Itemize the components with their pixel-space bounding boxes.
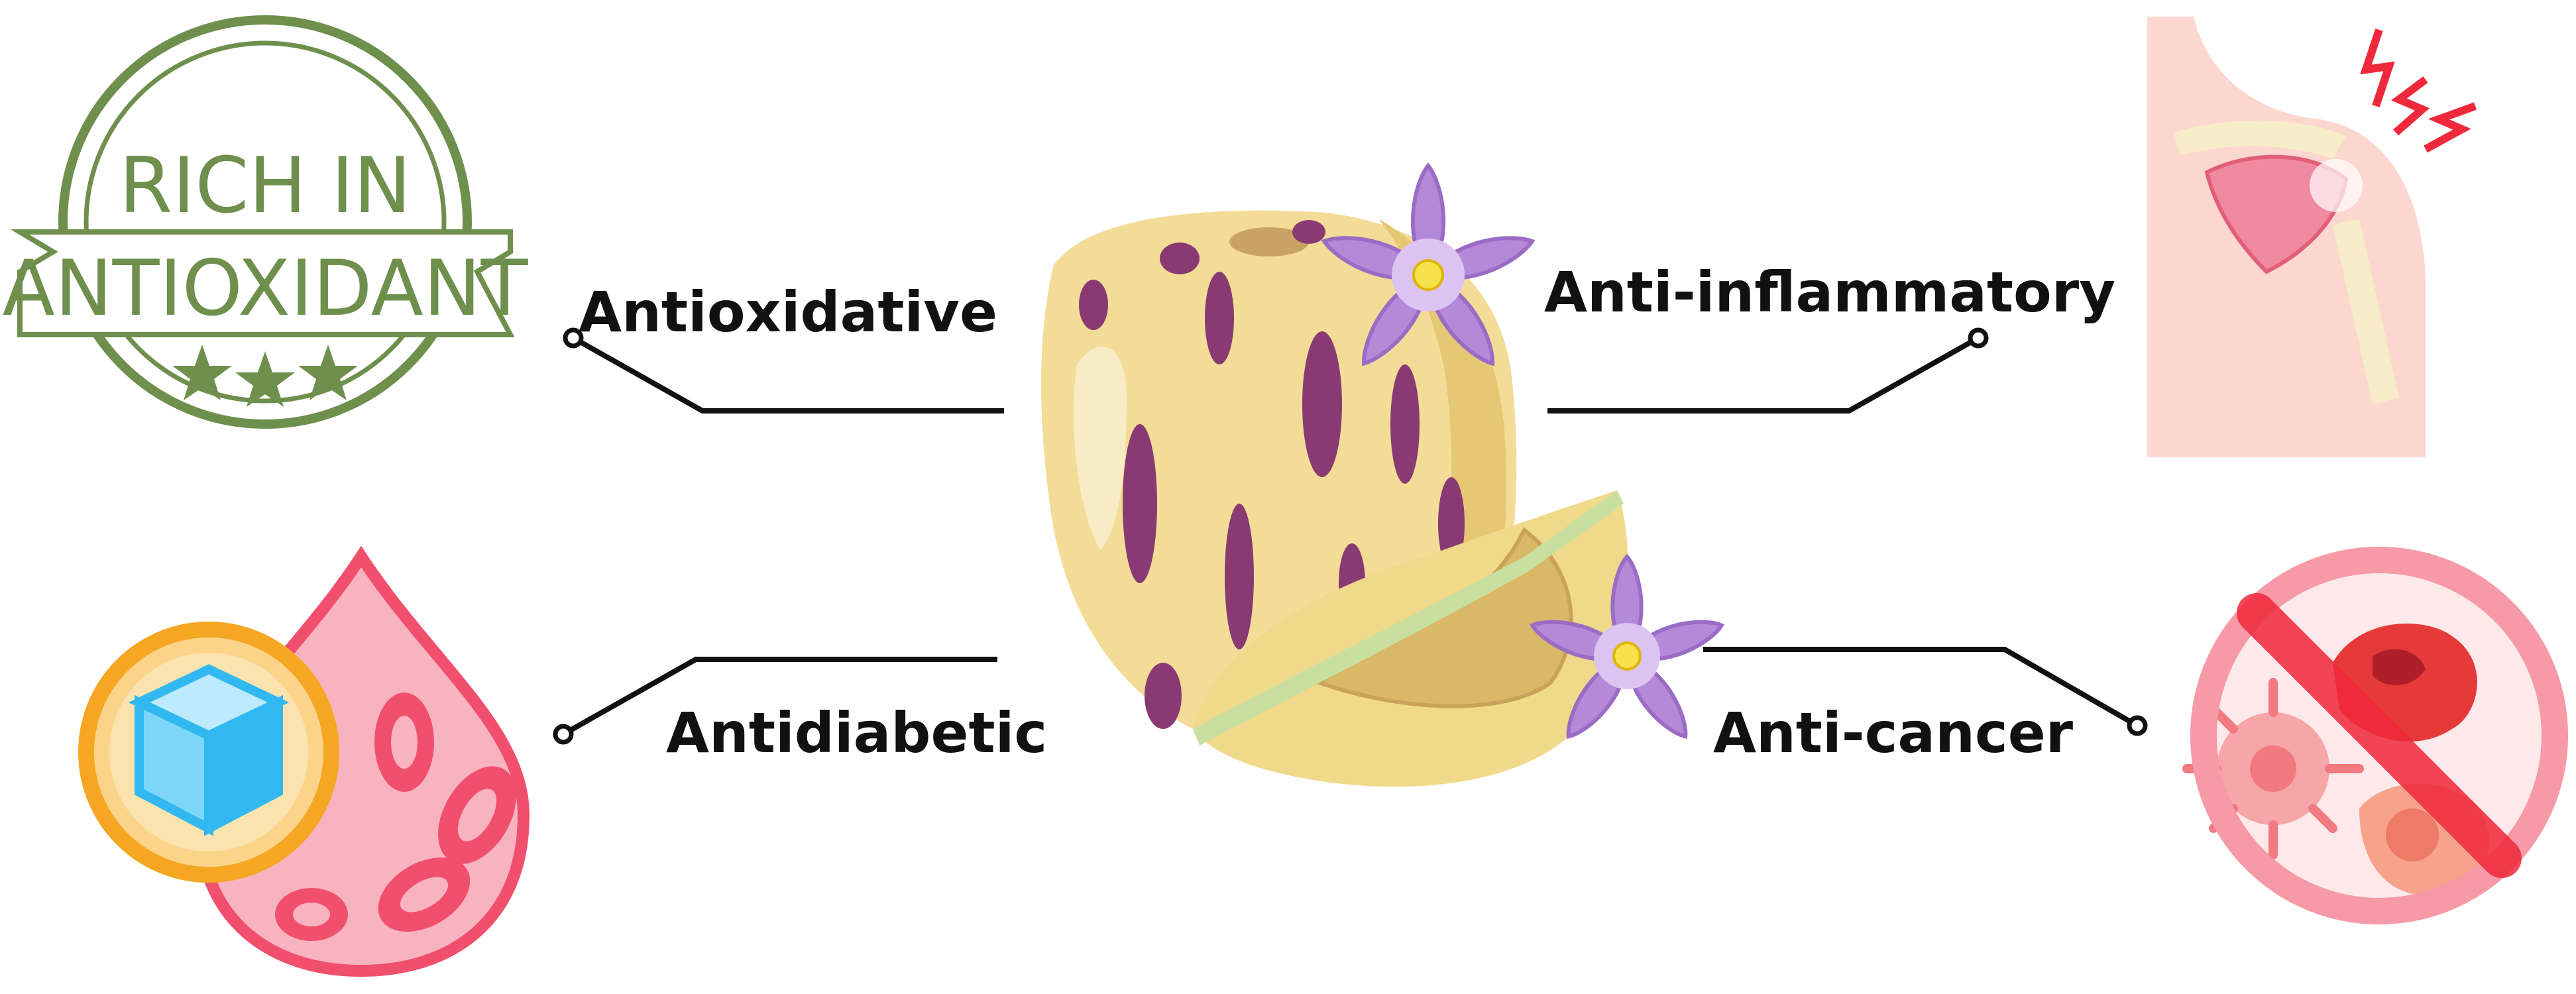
label-anti-cancer: Anti-cancer bbox=[1713, 700, 2074, 765]
connector-end-antioxidative bbox=[563, 327, 584, 349]
label-anti-inflammatory: Anti-inflammatory bbox=[1544, 260, 2115, 325]
label-antioxidative: Antioxidative bbox=[579, 280, 997, 345]
stamp-stars-icon bbox=[172, 345, 358, 407]
antioxidant-stamp-icon: RICH IN ANTIOXIDANT bbox=[2, 15, 529, 429]
virus-cell-icon bbox=[2182, 678, 2364, 859]
label-antidiabetic: Antidiabetic bbox=[666, 700, 1047, 765]
connector-end-antidiabetic bbox=[553, 724, 574, 745]
stamp-line-1: RICH IN bbox=[119, 141, 412, 231]
connector-end-anti-cancer bbox=[2127, 715, 2148, 736]
pepino-melon-icon bbox=[1041, 162, 1724, 787]
no-cancer-cells-icon bbox=[2182, 547, 2568, 924]
flower-bottom-icon bbox=[1530, 553, 1724, 739]
sugar-cube-icon bbox=[128, 664, 290, 836]
connector-end-anti-inflammatory bbox=[1968, 327, 1989, 349]
connector-antidiabetic bbox=[562, 657, 997, 737]
blood-sugar-icon bbox=[78, 545, 530, 977]
connector-antioxidative bbox=[572, 335, 1004, 414]
connector-anti-cancer bbox=[1703, 647, 2139, 728]
stamp-line-2: ANTIOXIDANT bbox=[2, 244, 528, 333]
pain-bolt-icon bbox=[2360, 28, 2477, 153]
flower-top-icon bbox=[1321, 162, 1536, 366]
shoulder-pain-icon bbox=[2147, 17, 2477, 457]
connector-anti-inflammatory bbox=[1547, 335, 1980, 414]
